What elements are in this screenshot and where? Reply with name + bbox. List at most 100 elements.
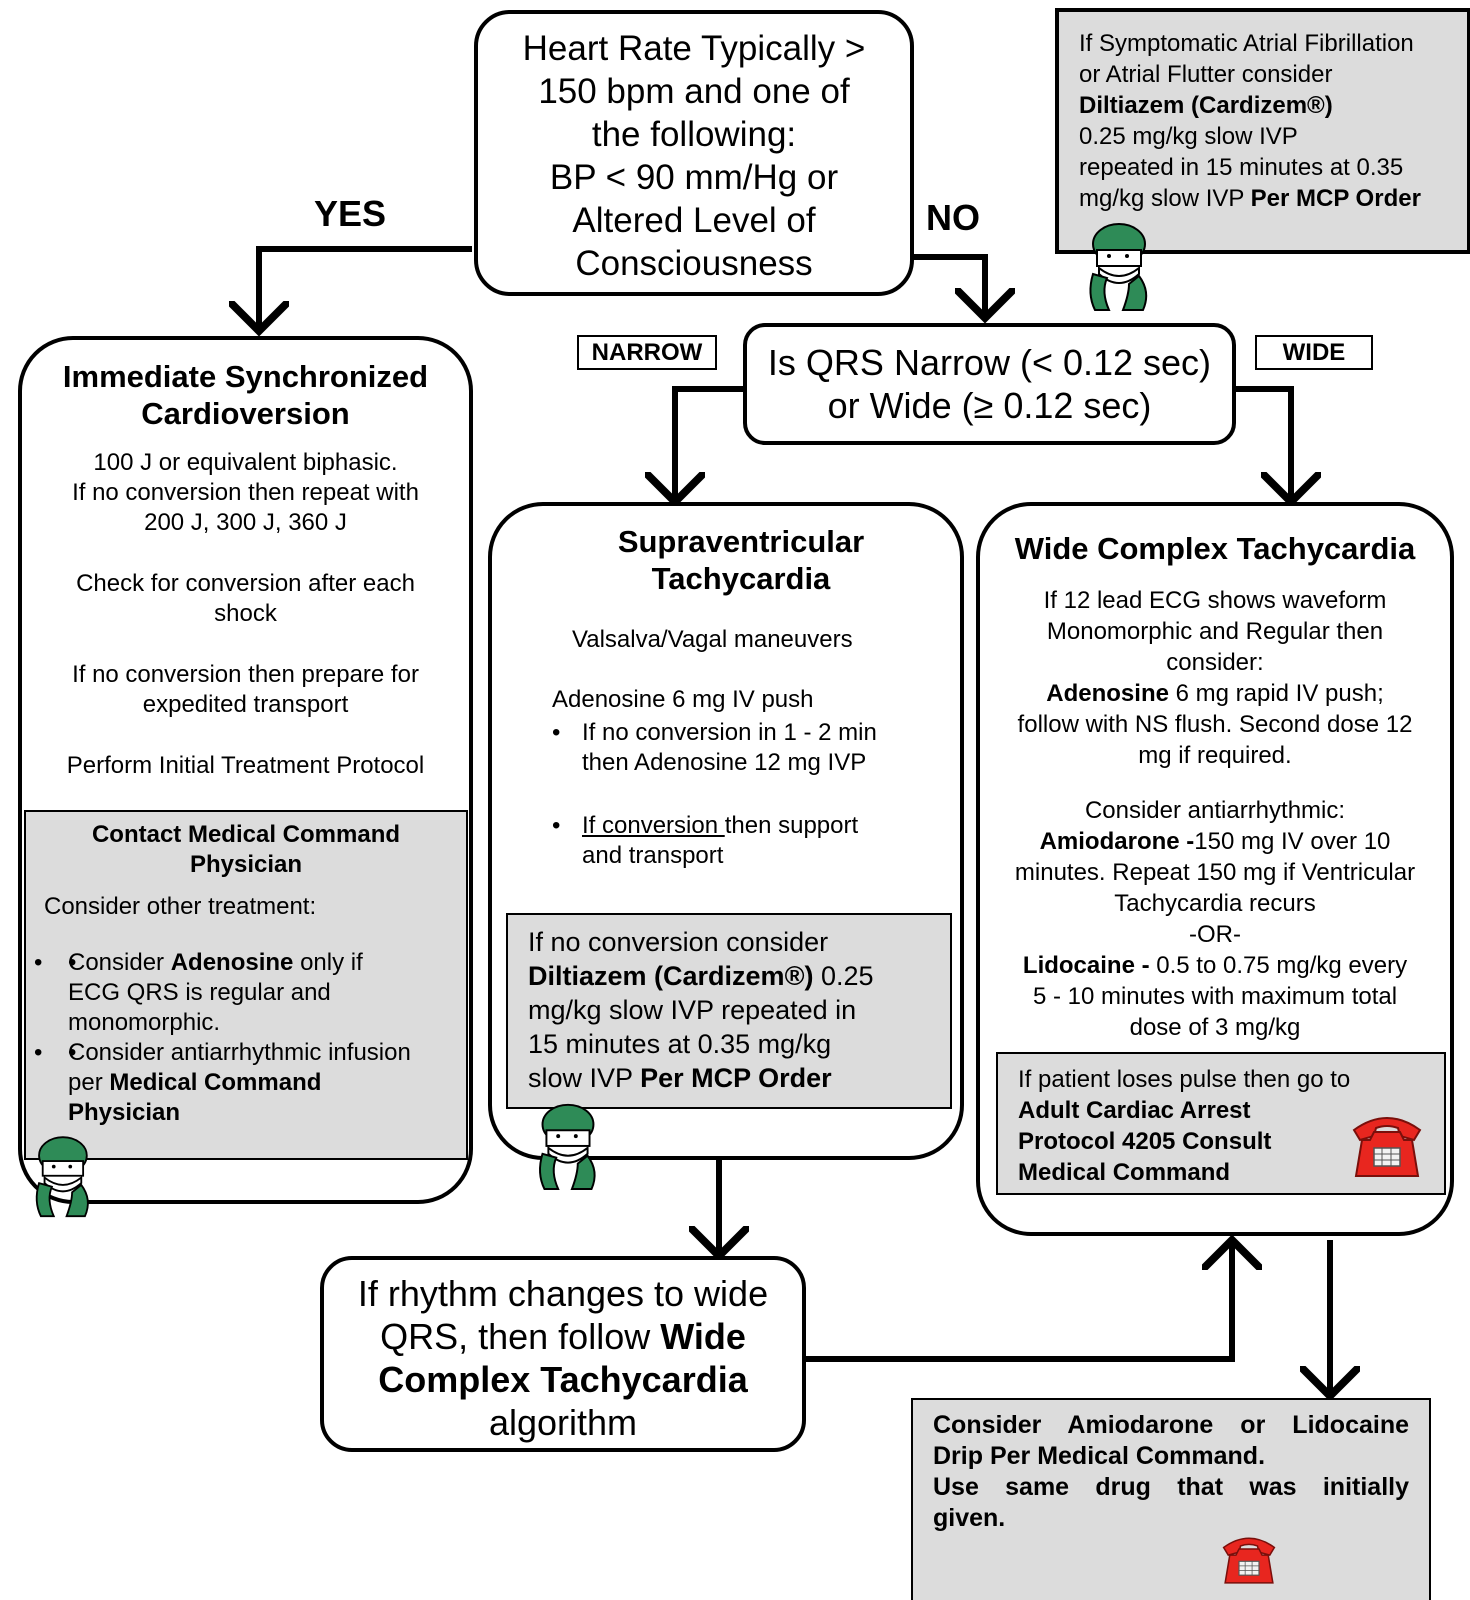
svt-text: Valsalva/Vagal maneuvers — [572, 626, 853, 653]
bullet-bold: Physician — [68, 1099, 181, 1126]
arrow-yes — [259, 246, 472, 331]
decision-line: BP < 90 mm/Hg or — [549, 158, 839, 197]
svt-bullet: If no conversion in 1 - 2 min — [582, 719, 877, 746]
wide-text: consider: — [1166, 649, 1264, 676]
contact-command-box: Contact Medical Command Physician Consid… — [24, 810, 468, 1218]
bullet-text: ECG QRS is regular and — [68, 979, 331, 1006]
wide-text: mg if required. — [1138, 742, 1292, 769]
afib-line: mg/kg slow IVP — [1079, 185, 1251, 212]
afib-mcp-order: Per MCP Order — [1250, 185, 1421, 212]
wide-complex-title: Wide Complex Tachycardia — [1014, 531, 1416, 566]
wide-or: -OR- — [1189, 921, 1241, 948]
qrs-decision-box: Is QRS Narrow (< 0.12 sec) or Wide (≥ 0.… — [743, 323, 1236, 445]
bullet-text: Consider — [68, 949, 171, 976]
bullet-bold: Medical Command — [109, 1069, 322, 1096]
drip-box: Consider Amiodarone or Lidocaine Drip Pe… — [911, 1398, 1431, 1600]
afib-line: repeated in 15 minutes at 0.35 — [1079, 154, 1404, 181]
diltiazem-box: If no conversion consider Diltiazem (Car… — [506, 913, 952, 1191]
cardioversion-text: 200 J, 300 J, 360 J — [144, 509, 347, 536]
bullet-text: per — [68, 1069, 110, 1096]
drip-line: Consider Amiodarone or Lidocaine — [933, 1411, 1409, 1439]
yes-label: YES — [314, 193, 387, 234]
bullet-text: monomorphic. — [68, 1009, 221, 1036]
doctor-icon — [539, 1103, 596, 1191]
diltiazem-line: If no conversion consider — [528, 927, 829, 957]
contact-title: Contact Medical Command — [91, 821, 401, 848]
diltiazem-line: 0.25 — [813, 961, 874, 991]
svt-bullet: then Adenosine 12 mg IVP — [582, 749, 867, 776]
drip-line: given. — [933, 1504, 1006, 1532]
rhythm-bold: Wide — [660, 1316, 746, 1357]
diltiazem-mcp-order: Per MCP Order — [640, 1063, 832, 1093]
wide-text: dose of 3 mg/kg — [1129, 1014, 1301, 1041]
wide-drug: Adenosine — [1046, 680, 1169, 707]
rhythm-change-box: If rhythm changes to wide QRS, then foll… — [320, 1256, 806, 1452]
rhythm-bold: Complex Tachycardia — [378, 1359, 748, 1400]
arrow-rhythm-to-wide — [804, 1240, 1232, 1362]
rhythm-line: QRS, then follow — [380, 1316, 661, 1357]
rhythm-line: algorithm — [488, 1402, 638, 1443]
contact-title: Physician — [189, 851, 303, 878]
decision-line: the following: — [591, 115, 797, 154]
diltiazem-line: mg/kg slow IVP repeated in — [528, 995, 857, 1025]
cardioversion-title: Immediate Synchronized — [62, 359, 429, 394]
arrow-no — [912, 254, 985, 318]
arrest-line: If patient loses pulse then go to — [1018, 1066, 1351, 1093]
decision-line: Consciousness — [575, 244, 813, 283]
afib-line: or Atrial Flutter consider — [1079, 61, 1333, 88]
svt-title: Tachycardia — [651, 561, 831, 596]
wide-tag: WIDE — [1255, 335, 1373, 370]
cardiac-arrest-box: If patient loses pulse then go to Adult … — [996, 1052, 1446, 1195]
qrs-line: Is QRS Narrow (< 0.12 sec) — [767, 342, 1212, 383]
cardioversion-text: Perform Initial Treatment Protocol — [66, 752, 425, 779]
arrow-narrow — [675, 386, 743, 502]
doctor-icon — [35, 1136, 89, 1218]
wide-drug: Lidocaine - — [1022, 952, 1150, 979]
narrow-tag: NARROW — [577, 335, 717, 370]
afib-drug: Diltiazem (Cardizem®) — [1079, 92, 1333, 119]
wide-text: Monomorphic and Regular then — [1046, 618, 1384, 645]
arrest-line: Protocol 4205 Consult — [1018, 1128, 1272, 1155]
svt-bullet: then support — [724, 812, 859, 839]
arrow-wide — [1232, 386, 1291, 502]
cardioversion-text: If no conversion then repeat with — [72, 479, 419, 506]
no-label: NO — [926, 197, 980, 238]
svt-title: Supraventricular — [617, 524, 865, 559]
arrest-line: Medical Command — [1018, 1159, 1231, 1186]
cardioversion-title: Cardioversion — [141, 396, 350, 431]
bullet-text: Consider antiarrhythmic infusion — [68, 1039, 411, 1066]
decision-line: Altered Level of — [572, 201, 816, 240]
svt-text: Adenosine 6 mg IV push — [552, 686, 814, 713]
afib-line: 0.25 mg/kg slow IVP — [1079, 123, 1298, 150]
svt-bullet: and transport — [582, 842, 724, 869]
wide-text: 6 mg rapid IV push; — [1168, 680, 1384, 707]
drip-line: Drip Per Medical Command. — [933, 1442, 1266, 1470]
wide-text: 150 mg IV over 10 — [1194, 828, 1391, 855]
svt-bullet-underlined: If conversion — [582, 812, 725, 839]
wide-text: follow with NS flush. Second dose 12 — [1017, 711, 1413, 738]
cardioversion-text: shock — [214, 600, 277, 627]
wide-text: 0.5 to 0.75 mg/kg every — [1149, 952, 1408, 979]
diltiazem-line: slow IVP — [528, 1063, 641, 1093]
decision-line: Heart Rate Typically > — [522, 29, 866, 68]
wide-text: If 12 lead ECG shows waveform — [1043, 587, 1387, 614]
telephone-icon — [1352, 1117, 1422, 1177]
heart-rate-decision-box: Heart Rate Typically > 150 bpm and one o… — [474, 10, 914, 296]
wide-text: Tachycardia recurs — [1114, 890, 1316, 917]
diltiazem-line: 15 minutes at 0.35 mg/kg — [528, 1029, 832, 1059]
drip-line: Use same drug that was initially — [933, 1473, 1409, 1501]
rhythm-line: If rhythm changes to wide — [357, 1273, 769, 1314]
cardioversion-text: expedited transport — [142, 691, 349, 718]
arrest-line: Adult Cardiac Arrest — [1018, 1097, 1251, 1124]
wide-text: 5 - 10 minutes with maximum total — [1032, 983, 1398, 1010]
wide-text: minutes. Repeat 150 mg if Ventricular — [1014, 859, 1416, 886]
bullet-drug: Adenosine — [170, 949, 294, 976]
afib-line: If Symptomatic Atrial Fibrillation — [1079, 30, 1414, 57]
decision-line: 150 bpm and one of — [538, 72, 850, 111]
contact-consider: Consider other treatment: — [44, 893, 317, 920]
cardioversion-text: 100 J or equivalent biphasic. — [93, 449, 398, 476]
telephone-icon — [1222, 1537, 1276, 1584]
doctor-icon — [1089, 223, 1148, 311]
cardioversion-text: If no conversion then prepare for — [72, 661, 419, 688]
